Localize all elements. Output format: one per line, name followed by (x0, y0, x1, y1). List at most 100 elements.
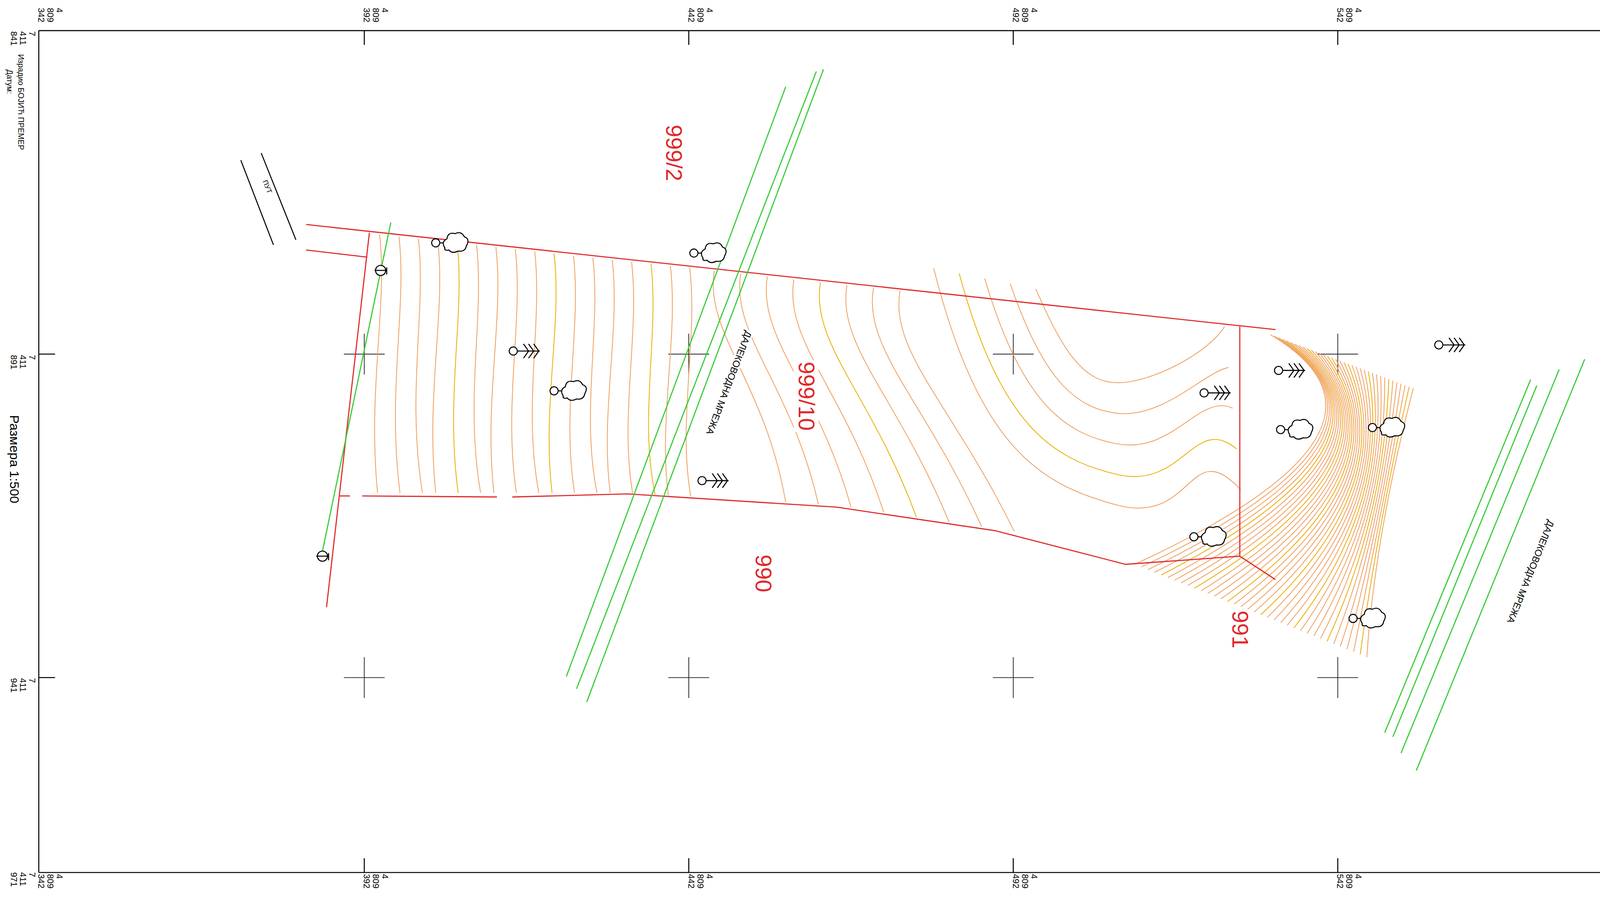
contour-line (1201, 350, 1345, 591)
map-frame (38, 30, 1600, 873)
contour-line (1227, 356, 1352, 602)
scale-label: Размера 1:500 (6, 414, 22, 505)
tree-crown (443, 232, 469, 253)
tree-trunk-mark (689, 248, 698, 258)
power-line-label: ДАЛЕКОВОДНА МРЕЖА (703, 328, 754, 438)
power-line (321, 69, 1585, 771)
grid-cross (363, 657, 365, 699)
coordinate-label: 7 411 941 (8, 677, 37, 699)
tree-branch (523, 344, 529, 359)
parcel-number: 991 (1227, 609, 1252, 651)
contour-line (491, 247, 498, 494)
pole-symbol (386, 267, 388, 275)
contour-line (845, 285, 949, 523)
tree-crown (1380, 417, 1405, 438)
contour-line (415, 239, 423, 494)
tree-crown (1201, 526, 1227, 547)
pole-symbol (328, 553, 329, 561)
contour-line (1327, 379, 1389, 642)
tree-crown (561, 380, 587, 401)
tree-trunk-mark (431, 239, 440, 248)
contour-line (1234, 357, 1355, 605)
contour-line (532, 251, 539, 494)
contour-line (395, 236, 402, 494)
tree-branch (722, 473, 728, 488)
contour-line (872, 288, 982, 527)
tree-branch (1298, 363, 1305, 378)
contour-line (1267, 365, 1364, 618)
tree-trunk-mark (1276, 425, 1285, 435)
coordinate-label: 4 809 342 (36, 6, 64, 29)
contour-line (648, 264, 656, 495)
contour-line (1313, 376, 1381, 637)
contour-line (1010, 283, 1229, 414)
contour-line (819, 282, 917, 518)
contour-line (1194, 348, 1343, 589)
contour-lines (374, 234, 1414, 658)
coordinate-label: 4 809 492 (1010, 873, 1039, 895)
tree-branch (1294, 363, 1300, 378)
contour-line (686, 268, 692, 497)
contour-line (1035, 288, 1225, 383)
coordinate-label: 4 809 442 (686, 6, 714, 29)
date-note: Датум: (4, 68, 14, 96)
coordinate-label: 7 411 841 (8, 29, 37, 52)
tree-crown (701, 242, 727, 263)
tree-trunk-mark (1368, 423, 1377, 432)
contour-line (1168, 342, 1336, 578)
parcel-number: 999/10 (793, 360, 819, 432)
contour-line (474, 245, 481, 494)
tree-branch (1453, 338, 1460, 353)
tree-trunk-mark (1434, 341, 1444, 350)
coordinate-label: 4 809 542 (1335, 873, 1363, 895)
road-lines (240, 152, 296, 245)
coordinate-label: 4 809 442 (686, 873, 714, 895)
parcel-number: 999/2 (660, 123, 686, 183)
tree-branch (1459, 338, 1465, 353)
tree-branch (528, 344, 534, 359)
contour-line (1360, 386, 1410, 655)
contour-line (607, 259, 615, 494)
coordinate-label: 7 411 971 (8, 871, 37, 893)
contour-line (1240, 359, 1356, 608)
tree-branch (533, 344, 539, 359)
contour-line (1254, 362, 1360, 613)
contour-line (590, 257, 598, 494)
contour-line (1294, 371, 1374, 629)
grid-crosses (343, 333, 1358, 699)
contour-line (1260, 364, 1362, 616)
tree-trunk-mark (1200, 388, 1209, 398)
coordinate-label: 7 411 891 (8, 353, 37, 376)
contour-line (569, 255, 576, 493)
contour-line (1148, 338, 1330, 571)
contour-line (984, 278, 1233, 445)
tree-branch (1219, 385, 1225, 401)
grid-cross (688, 657, 690, 699)
parcel-boundaries (305, 224, 1276, 608)
contour-line (899, 291, 1015, 532)
tree-branch (717, 473, 723, 488)
tree-trunk-mark (1189, 532, 1199, 542)
tree-crown (1287, 419, 1313, 440)
contour-line (959, 273, 1237, 478)
coordinate-label: 4 809 342 (36, 873, 64, 895)
coordinate-label: 4 809 392 (361, 873, 390, 895)
grid-cross (1337, 657, 1339, 699)
grid-cross (1012, 657, 1014, 699)
tree-crown (1360, 608, 1386, 628)
tree-branch (712, 473, 718, 488)
tree-trunk-mark (1274, 366, 1283, 375)
tree-branch (1224, 385, 1230, 401)
contour-line (432, 240, 440, 493)
coordinate-label: 4 809 542 (1335, 6, 1363, 29)
contour-line (739, 273, 819, 505)
contour-line (766, 276, 851, 508)
contour-line (549, 253, 557, 493)
contour-line (1161, 341, 1334, 576)
tree-trunk-mark (509, 347, 518, 356)
tree-branch (1214, 385, 1220, 401)
contour-line (665, 265, 673, 496)
power-line-label: ДАЛЕКОВОДНА МРЕЖА (1504, 517, 1557, 627)
contour-line (792, 279, 884, 513)
